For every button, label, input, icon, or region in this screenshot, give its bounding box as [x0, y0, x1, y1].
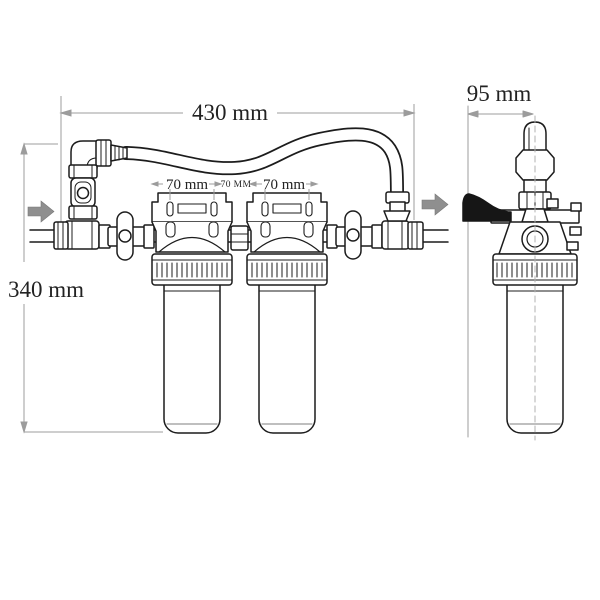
flex-hose: [119, 127, 404, 203]
side-depth-label: 95 mm: [467, 81, 532, 106]
left-filter-spacing-label: 70 mm: [166, 177, 208, 193]
dimension-95: [467, 105, 534, 438]
faucet-lever: [462, 193, 512, 222]
outlet-tee: [381, 220, 410, 250]
dimension-340: [20, 142, 163, 434]
dim-arrow-up-icon: [20, 142, 28, 155]
center-spacing-label: 70 MM: [221, 180, 252, 190]
inlet-tee: [64, 220, 100, 250]
dimension-70-left: [150, 181, 223, 200]
overall-height-label: 340 mm: [8, 277, 84, 302]
front-view: [29, 127, 449, 434]
dimension-430: [59, 96, 416, 222]
side-filter-head: [498, 221, 582, 255]
hose-drop-fitting: [383, 191, 411, 222]
dim-arrow-down-icon: [20, 421, 28, 434]
flow-in-arrow-icon: [27, 200, 55, 223]
faucet: [515, 121, 559, 223]
side-view: [462, 105, 582, 441]
flow-out-arrow-icon: [421, 193, 449, 216]
filter-housing-1: [151, 192, 233, 434]
inlet-fitting: [53, 221, 69, 250]
right-filter-spacing-label: 70 mm: [263, 177, 305, 193]
filter-housing-2: [246, 192, 328, 434]
elbow-fitting: [70, 140, 98, 169]
inlet-valve-assembly: [64, 139, 128, 250]
dim-arrow-right-icon: [403, 109, 416, 117]
shutoff-valve-right: [326, 210, 383, 260]
shutoff-valve-left: [98, 211, 155, 261]
dim-arrow-left-icon: [59, 109, 72, 117]
dimension-70-right: [248, 181, 319, 200]
outlet-fitting: [407, 221, 424, 250]
filter-coupling: [230, 225, 249, 251]
overall-width-label: 430 mm: [192, 100, 268, 125]
